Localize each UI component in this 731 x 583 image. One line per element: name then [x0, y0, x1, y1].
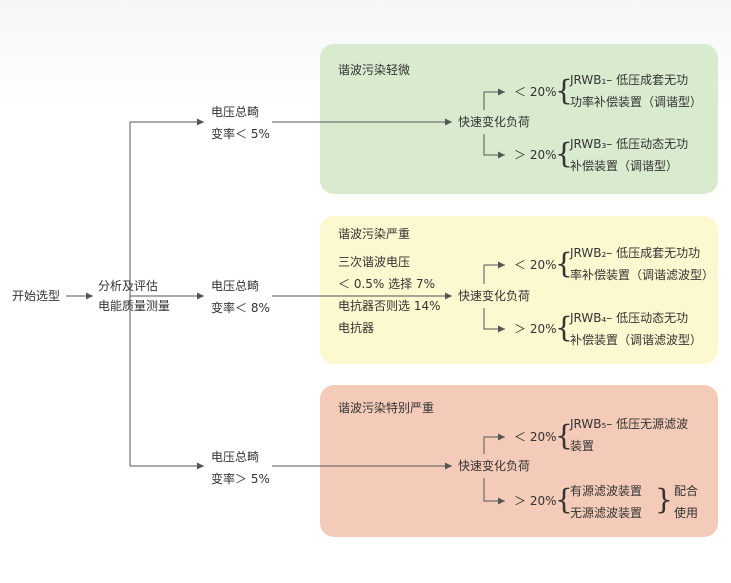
reactor-note-line4: 电抗器 — [338, 321, 375, 335]
zone-severe — [320, 216, 718, 364]
analyze-node-line2: 电能质量测量 — [98, 299, 171, 313]
result-low-severe-line1: JRWB₂– 低压成套无功功 — [570, 246, 701, 260]
thd-node-mild-line1: 电压总畸 — [211, 105, 260, 119]
reactor-note-line3: 电抗器否则选 14% — [338, 299, 441, 313]
brace-icon: { — [555, 311, 573, 344]
zone-title-very-severe: 谐波污染特别严重 — [338, 401, 435, 415]
zone-title-severe: 谐波污染严重 — [338, 227, 411, 241]
zone-title-mild: 谐波污染轻微 — [338, 63, 411, 77]
reactor-note-line2: ＜ 0.5% 选择 7% — [338, 277, 435, 291]
condition-low-mild: ＜ 20% — [514, 85, 557, 99]
fast-load-node-mild: 快速变化负荷 — [458, 115, 531, 129]
result-high-mild-line1: JRWB₃– 低压动态无功 — [570, 137, 689, 151]
start-node: 开始选型 — [12, 289, 61, 303]
result-high-mild-line2: 补偿装置（调谐型） — [570, 159, 679, 173]
result-low-mild-line1: JRWB₁– 低压成套无功 — [570, 73, 689, 87]
condition-low-very-severe: ＜ 20% — [514, 430, 557, 444]
brace-icon: { — [555, 247, 573, 280]
combined-use-line2: 使用 — [674, 506, 699, 520]
thd-node-very-severe-line1: 电压总畸 — [211, 450, 260, 464]
thd-node-very-severe-line2: 变率＞ 5% — [211, 472, 270, 486]
condition-high-very-severe: ＞ 20% — [514, 494, 557, 508]
condition-low-severe: ＜ 20% — [514, 258, 557, 272]
brace-icon: { — [555, 483, 573, 516]
result-low-severe-line2: 率补偿装置（调谐滤波型） — [570, 268, 715, 282]
result-low-very-severe-line1: JRWB₅– 低压无源滤波 — [570, 417, 689, 431]
result-low-mild-line2: 功率补偿装置（调谐型） — [570, 95, 703, 109]
brace-icon: { — [555, 419, 573, 452]
brace-icon: { — [555, 74, 573, 107]
zone-very-severe — [320, 385, 718, 537]
brace-icon: { — [555, 137, 573, 170]
result-high-very-severe-line2: 无源滤波装置 — [570, 506, 643, 520]
condition-high-mild: ＞ 20% — [514, 148, 557, 162]
combined-use-line1: 配合 — [674, 484, 699, 498]
zone-mild — [320, 44, 718, 194]
fast-load-node-very-severe: 快速变化负荷 — [458, 459, 531, 473]
result-high-very-severe-line1: 有源滤波装置 — [570, 484, 643, 498]
result-high-severe-line2: 补偿装置（调谐滤波型） — [570, 333, 703, 347]
closing-brace-icon: } — [655, 483, 673, 516]
result-high-severe-line1: JRWB₄– 低压动态无功 — [570, 311, 689, 325]
analyze-node-line1: 分析及评估 — [98, 279, 159, 293]
fast-load-node-severe: 快速变化负荷 — [458, 289, 531, 303]
condition-high-severe: ＞ 20% — [514, 322, 557, 336]
reactor-note-line1: 三次谐波电压 — [338, 255, 411, 269]
thd-node-mild-line2: 变率＜ 5% — [211, 127, 270, 141]
thd-node-severe-line1: 电压总畸 — [211, 279, 260, 293]
result-low-very-severe-line2: 装置 — [570, 439, 595, 453]
thd-node-severe-line2: 变率＜ 8% — [211, 301, 270, 315]
